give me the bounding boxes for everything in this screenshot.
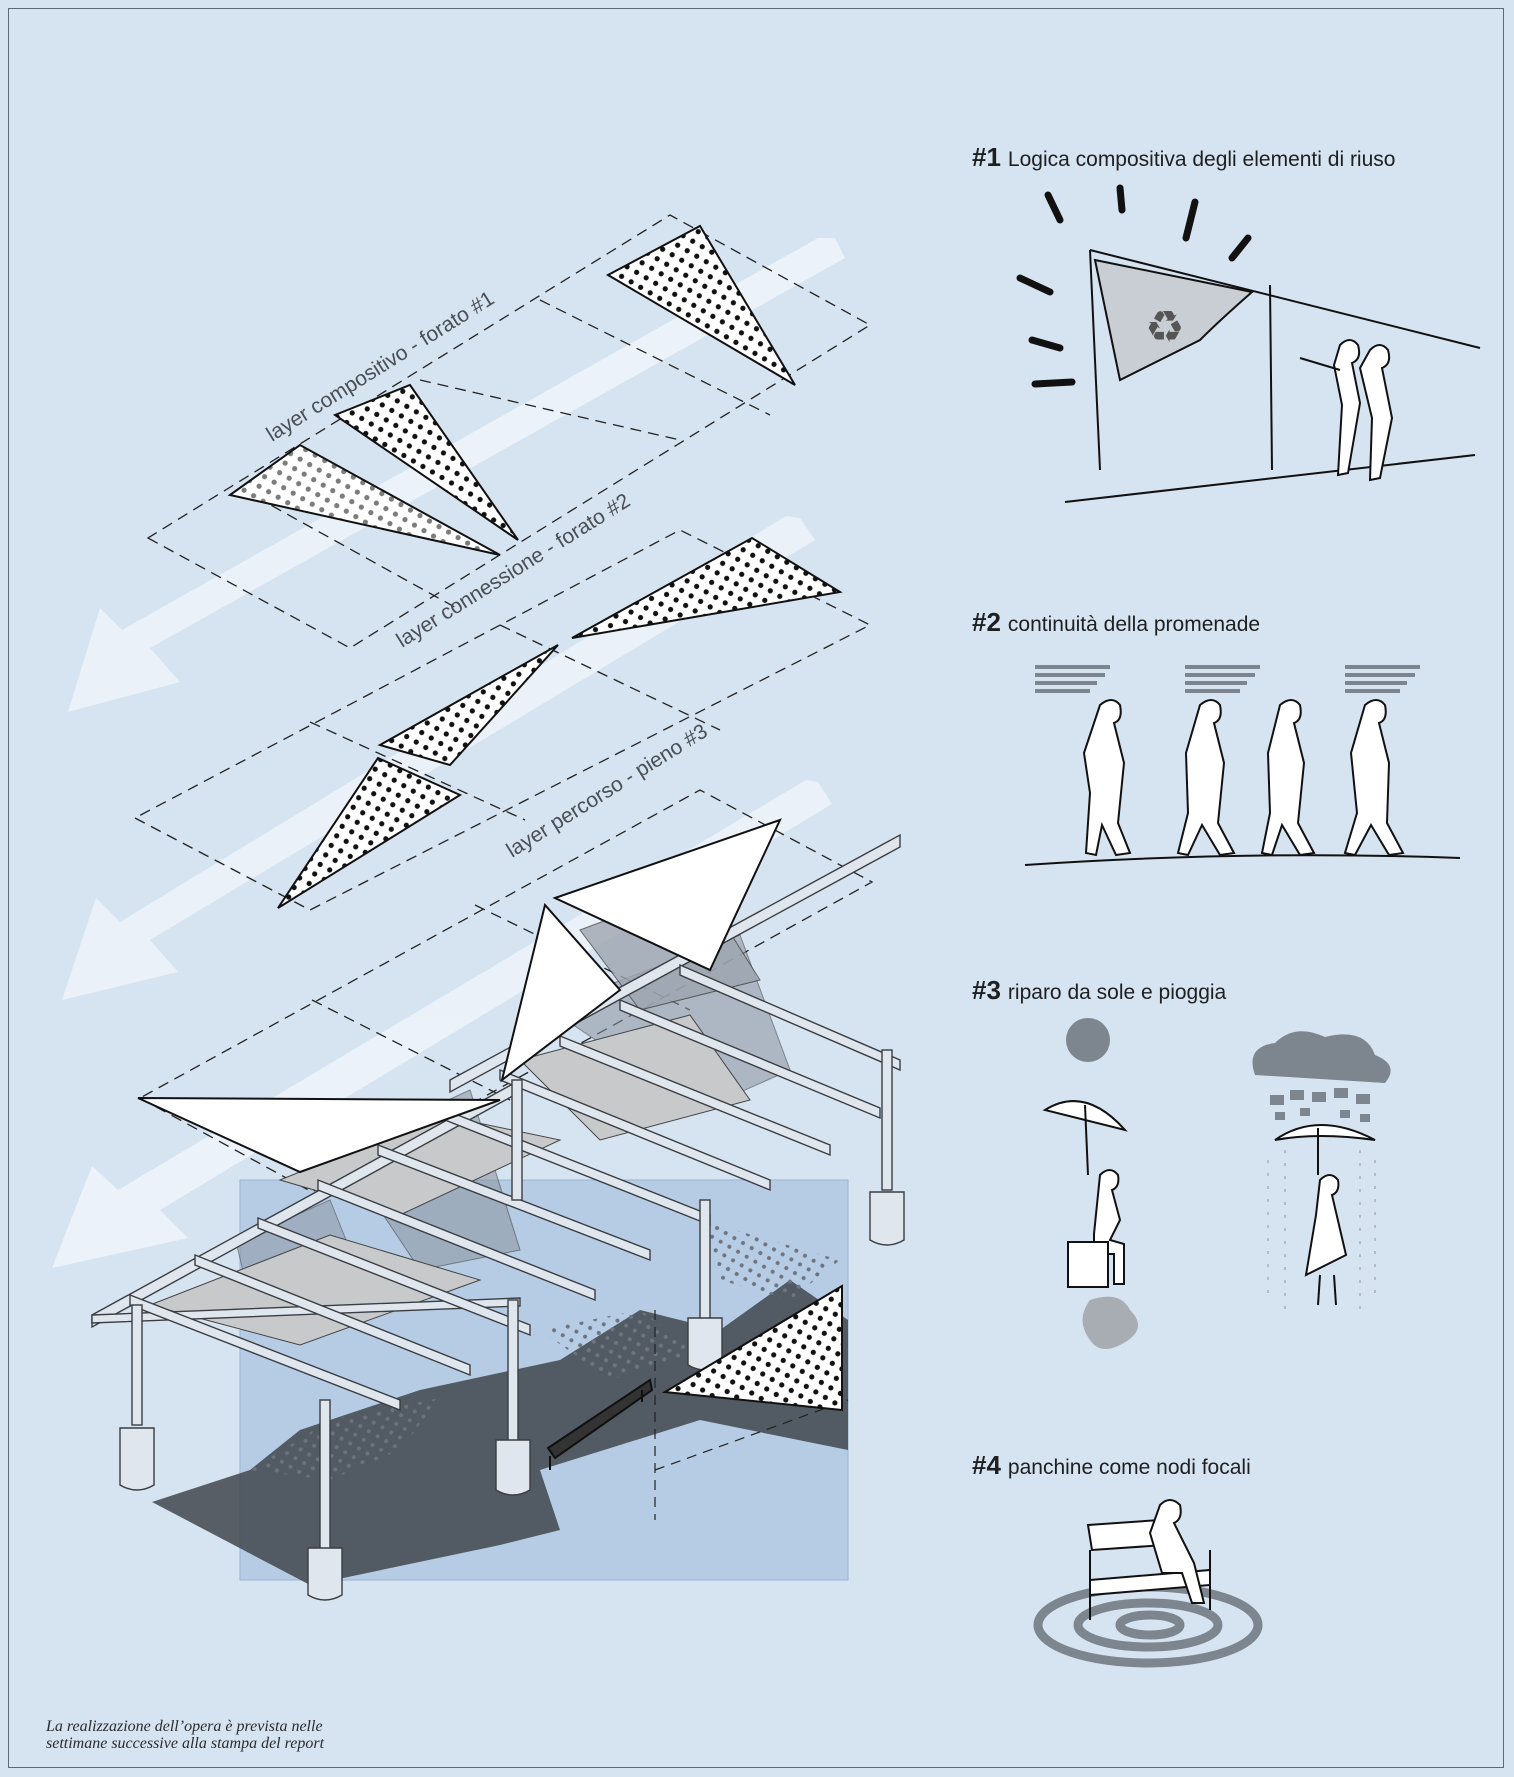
legend-text-3: riparo da sole e pioggia [1008, 981, 1226, 1004]
footnote-line-2: settimane successive alla stampa del rep… [46, 1735, 324, 1752]
legend-number-3: #3 [972, 975, 1001, 1005]
legend-text-4: panchine come nodi focali [1008, 1456, 1251, 1479]
legend-item-1: #1 Logica compositiva degli elementi di r… [972, 142, 1395, 173]
footnote-line-1: La realizzazione dell’opera è prevista n… [46, 1718, 324, 1735]
legend-number-2: #2 [972, 607, 1001, 637]
legend-item-2: #2 continuità della promenade [972, 607, 1260, 638]
legend-item-3: #3 riparo da sole e pioggia [972, 975, 1226, 1006]
footnote: La realizzazione dell’opera è prevista n… [46, 1718, 324, 1752]
legend-text-1: Logica compositiva degli elementi di riu… [1008, 148, 1396, 171]
legend-illustration-2 [1025, 665, 1460, 865]
legend-text-2: continuità della promenade [1008, 613, 1260, 636]
legend-illustration-4 [1038, 1500, 1258, 1663]
svg-text:♻: ♻ [1145, 302, 1184, 353]
sail-2c-dots [572, 538, 840, 638]
legend-number-1: #1 [972, 142, 1001, 172]
legend-item-4: #4 panchine come nodi focali [972, 1450, 1251, 1481]
legend-illustration-3 [1045, 1018, 1391, 1349]
legend-illustration-1: ♻ [1020, 188, 1480, 502]
legend-number-4: #4 [972, 1450, 1001, 1480]
